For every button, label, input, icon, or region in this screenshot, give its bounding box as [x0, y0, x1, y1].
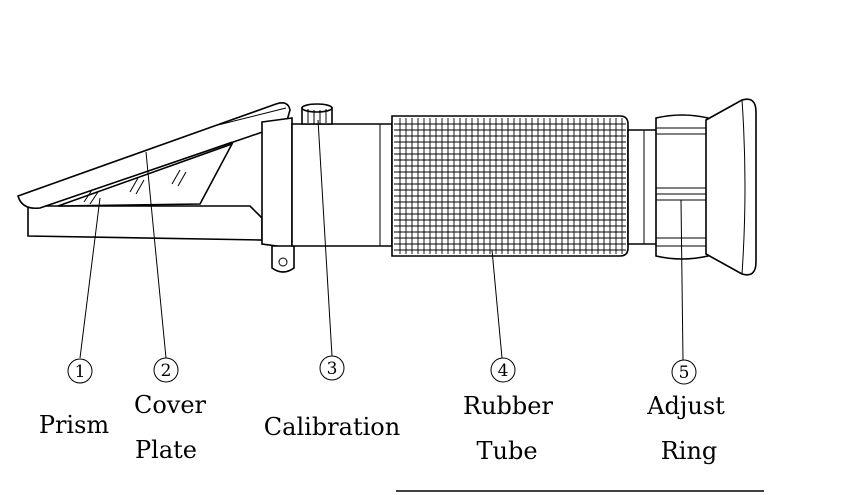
callout-2: 2 — [153, 357, 179, 383]
leader-2 — [145, 151, 167, 359]
callout-number-5: 5 — [679, 363, 690, 383]
leader-4 — [491, 249, 503, 359]
leader-5 — [680, 199, 684, 361]
cover-plate — [17, 102, 291, 210]
label-rubber-line1: Rubber — [463, 392, 553, 420]
prism-window — [57, 142, 234, 207]
leader-lines — [79, 119, 684, 361]
label-cover-line2: Plate — [135, 436, 197, 464]
rubber-tube — [391, 115, 629, 257]
callout-3: 3 — [319, 355, 345, 381]
leader-1 — [79, 197, 101, 359]
callout-number-4: 4 — [498, 361, 509, 381]
label-prism: Prism — [39, 411, 110, 439]
prism-body — [27, 205, 263, 241]
label-calibration: Calibration — [264, 413, 400, 441]
hinge-collar — [261, 117, 295, 273]
main-tube — [291, 123, 393, 247]
callout-5: 5 — [671, 359, 697, 385]
grip-texture — [394, 118, 626, 254]
callout-number-2: 2 — [161, 361, 172, 381]
leader-3 — [317, 119, 333, 357]
label-cover-line1: Cover — [134, 391, 207, 419]
callout-number-1: 1 — [75, 362, 86, 382]
label-rubber-line2: Tube — [476, 437, 537, 465]
eyecup — [705, 98, 757, 276]
callout-4: 4 — [490, 357, 516, 383]
callout-1: 1 — [67, 358, 93, 384]
callout-number-3: 3 — [327, 359, 338, 379]
label-adjust-line2: Ring — [661, 437, 718, 465]
label-adjust-line1: Adjust — [646, 392, 725, 420]
calibration-screw — [301, 103, 333, 125]
adjust-ring — [655, 114, 709, 260]
